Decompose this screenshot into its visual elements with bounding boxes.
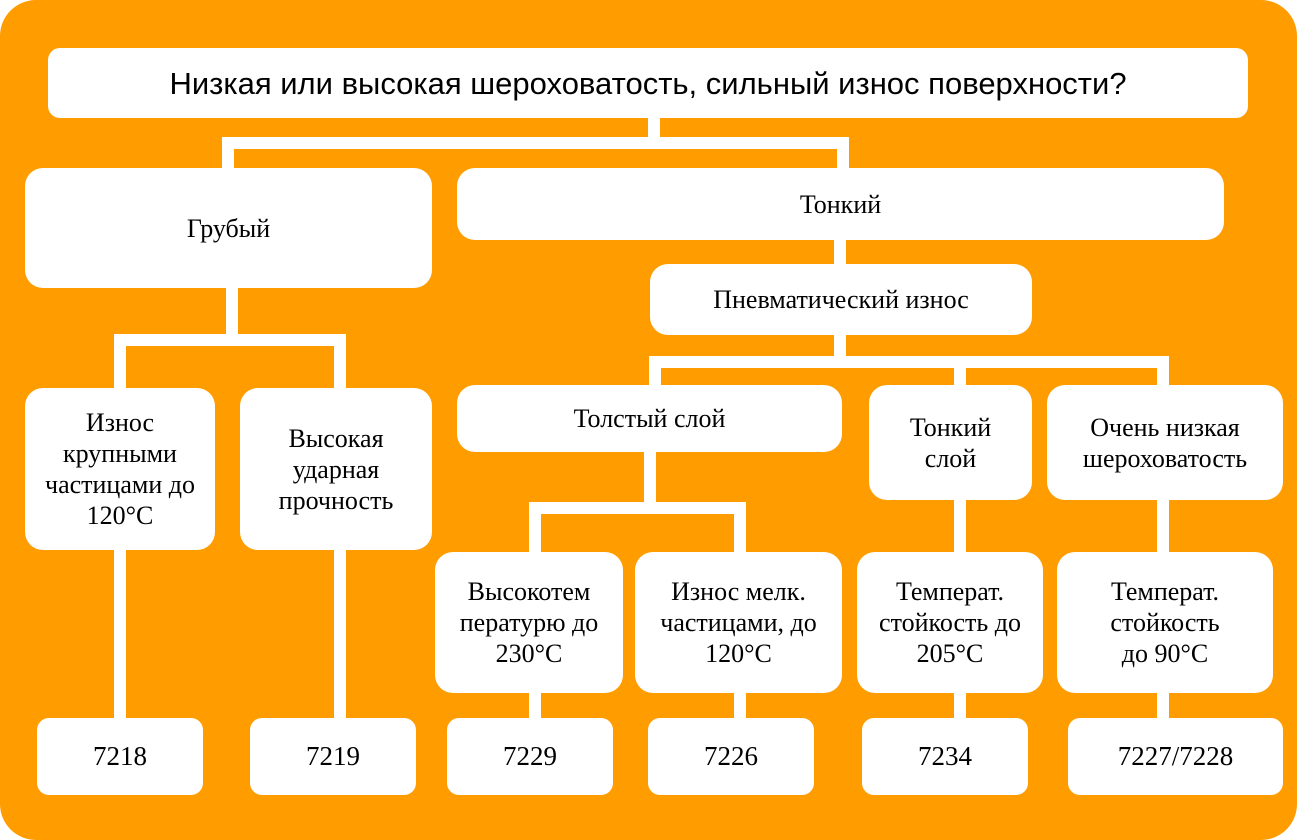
- product-7227-7228: 7227/7228: [1068, 718, 1283, 795]
- node-large-particles: Износ крупными частицами до 120°C: [25, 388, 215, 550]
- node-coarse: Грубый: [25, 168, 432, 288]
- node-thick-layer: Толстый слой: [457, 385, 842, 452]
- product-7218: 7218: [37, 718, 203, 795]
- node-temp-90: Температ. стойкость до 90°C: [1057, 552, 1273, 693]
- node-very-low-roughness: Очень низкая шероховатость: [1047, 385, 1283, 500]
- node-fine: Тонкий: [457, 168, 1224, 240]
- product-7229: 7229: [447, 718, 613, 795]
- product-7219: 7219: [250, 718, 416, 795]
- question-title: Низкая или высокая шероховатость, сильны…: [48, 48, 1248, 118]
- node-small-particles: Износ мелк. частицами, до 120°C: [635, 552, 842, 693]
- node-high-temp: Высокотем пературю до 230°C: [435, 552, 623, 693]
- product-7234: 7234: [862, 718, 1028, 795]
- node-temp-205: Температ. стойкость до 205°C: [857, 552, 1043, 693]
- product-7226: 7226: [648, 718, 814, 795]
- node-pneumatic: Пневматический износ: [650, 264, 1032, 335]
- node-thin-layer: Тонкий слой: [869, 385, 1032, 500]
- node-impact: Высокая ударная прочность: [240, 388, 432, 550]
